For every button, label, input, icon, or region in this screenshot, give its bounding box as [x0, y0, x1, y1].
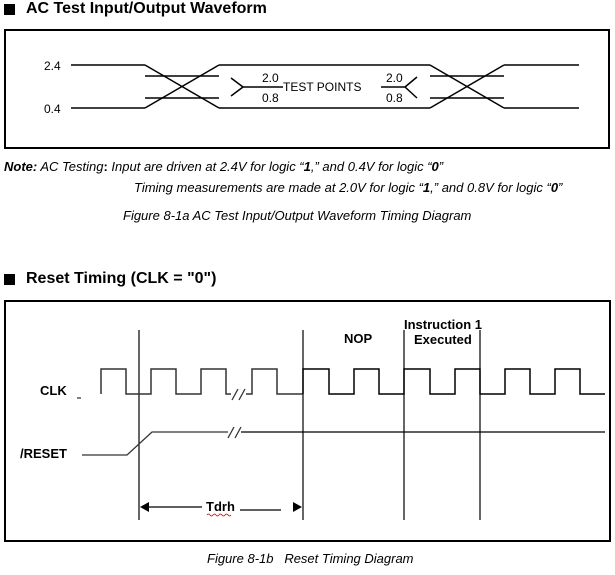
test-point-upper-right: 2.0: [386, 71, 403, 85]
note-prefix: Note:: [4, 159, 38, 174]
spellcheck-underline: [206, 513, 232, 517]
clk-waveform-pre: [100, 368, 231, 395]
reset-waveform-pre: [82, 431, 228, 456]
caption-b-text: Figure 8-1b Reset Timing Diagram: [207, 551, 414, 566]
reset-break-icon: [227, 426, 242, 439]
level-low-label: 0.4: [44, 102, 61, 116]
clk-waveform-post: [302, 368, 605, 395]
note-logic-0: 0: [431, 159, 439, 174]
note2-logic-0: 0: [550, 180, 559, 195]
timing-markers: [138, 330, 481, 520]
transition-rise-1: [144, 64, 220, 109]
level-high-label: 2.4: [44, 59, 61, 73]
note2-text-b: ,” and 0.8V for logic “: [430, 180, 551, 195]
note-text-a: Input are driven at 2.4V for logic “: [107, 159, 304, 174]
tdrh-label: Tdrh: [206, 499, 235, 514]
reset-signal-label: /RESET: [20, 446, 67, 461]
test-point-lower-right: 0.8: [386, 91, 403, 105]
note2-logic-1: 1: [422, 180, 431, 195]
test-point-upper-left: 2.0: [262, 71, 279, 85]
note-label: AC Testing: [40, 159, 104, 174]
figure-caption-a: Figure 8-1a AC Test Input/Output Wavefor…: [123, 208, 472, 223]
note2-text-a: Timing measurements are made at 2.0V for…: [134, 180, 423, 195]
waveform-box-a: [4, 29, 610, 149]
phase-nop-label: NOP: [344, 331, 373, 346]
note2-text-c: ”: [558, 180, 563, 195]
clk-waveform-mid: [246, 368, 303, 395]
test-point-marker-left: [230, 77, 283, 97]
section-heading-ac-test: AC Test Input/Output Waveform: [4, 0, 267, 18]
clk-break-icon: [231, 388, 246, 401]
note-text-c: ”: [438, 159, 444, 174]
clk-signal-label: CLK: [40, 383, 67, 398]
reset-timing-box: [4, 300, 611, 542]
note-logic-1: 1: [303, 159, 311, 174]
test-points-label: TEST POINTS: [283, 80, 361, 94]
note-line-2: Timing measurements are made at 2.0V for…: [134, 180, 562, 195]
phase-instr-label-2: Executed: [414, 332, 472, 347]
phase-instr-label-1: Instruction 1: [404, 317, 482, 332]
arrow-right-icon: [293, 502, 302, 512]
tdrh-dimension: [140, 502, 302, 512]
section-heading-reset-timing: Reset Timing (CLK = "0"): [4, 270, 216, 288]
arrow-left-icon: [140, 502, 149, 512]
note-sep: :: [103, 159, 108, 174]
test-point-marker-right: [381, 76, 418, 99]
note-text-b: ,” and 0.4V for logic “: [310, 159, 432, 174]
test-point-lower-left: 0.8: [262, 91, 279, 105]
square-bullet-icon: [4, 3, 15, 15]
figure-caption-b: Figure 8-1b Reset Timing Diagram: [207, 551, 414, 566]
heading-text: AC Test Input/Output Waveform: [26, 0, 267, 17]
transition-rise-2: [429, 64, 505, 109]
square-bullet-icon: [4, 273, 15, 285]
ac-waveform: [71, 64, 579, 109]
note-line-1: Note: AC Testing: Input are driven at 2.…: [4, 159, 443, 174]
heading-text: Reset Timing (CLK = "0"): [26, 270, 217, 287]
